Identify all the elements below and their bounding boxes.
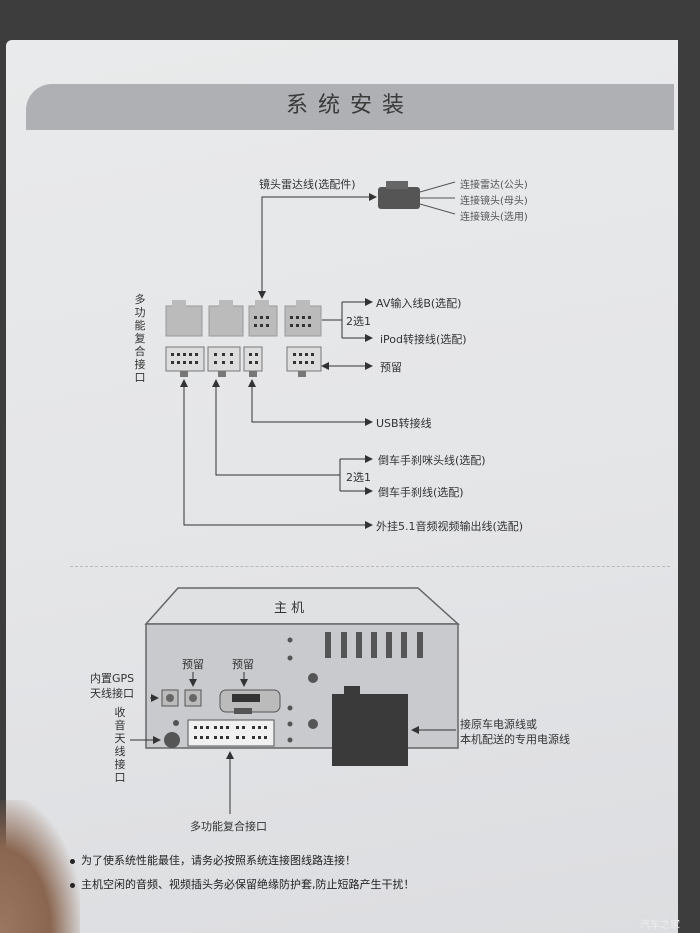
note-1: 为了使系统性能最佳，请务必按照系统连接图线路连接！: [70, 852, 356, 868]
multi-port-vertical-label: 多功能复合接口: [134, 293, 146, 384]
external-51-av-label: 外挂5.1音频视频输出线(选配): [376, 520, 524, 533]
power-label-line1: 接原车电源线或: [460, 718, 537, 731]
choose-one-label-a: 2选1: [346, 315, 371, 328]
choose-one-label-b: 2选1: [346, 471, 371, 484]
host-unit: [144, 587, 460, 766]
radar-output-3: 连接镜头(选用): [460, 212, 528, 223]
reserved-label-1: 预留: [182, 658, 204, 671]
multi-port-label: 多功能复合接口: [190, 820, 267, 833]
bullet-icon: [70, 882, 75, 888]
reverse-mic-cable-label: 倒车手刹咪头线(选配): [378, 454, 486, 467]
title-banner: [26, 84, 674, 130]
reverse-brake-cable-label: 倒车手刹线(选配): [378, 486, 464, 499]
power-label-line2: 本机配送的专用电源线: [460, 733, 570, 746]
gps-label-line2: 天线接口: [90, 687, 134, 700]
host-label: 主 机: [274, 601, 305, 616]
page-title: 系统安装: [285, 93, 414, 118]
ipod-cable-label: iPod转接线(选配): [380, 333, 467, 346]
note-2: 主机空闲的音频、视频插头务必保留绝缘防护套,防止短路产生干扰！: [70, 876, 415, 892]
reserved-label: 预留: [380, 361, 402, 374]
radar-output-1: 连接雷达(公头): [460, 180, 528, 191]
reserved-label-2: 预留: [232, 658, 254, 671]
watermark: 汽车之家: [640, 920, 680, 931]
top-connector-row: [165, 300, 322, 337]
bottom-connector-row: [165, 346, 322, 377]
av-input-b-label: AV输入线B(选配): [376, 297, 462, 310]
hand-shadow: [0, 800, 80, 933]
usb-cable-label: USB转接线: [376, 417, 432, 430]
radio-antenna-vertical-label: 收音天线接口: [114, 706, 126, 784]
radar-output-2: 连接镜头(母头): [460, 196, 528, 207]
bullet-icon: [70, 858, 75, 864]
section-divider: [70, 566, 670, 567]
radar-connector-icon: [378, 181, 456, 215]
gps-label-line1: 内置GPS: [90, 672, 135, 685]
camera-radar-cable-label: 镜头雷达线(选配件): [259, 178, 356, 191]
